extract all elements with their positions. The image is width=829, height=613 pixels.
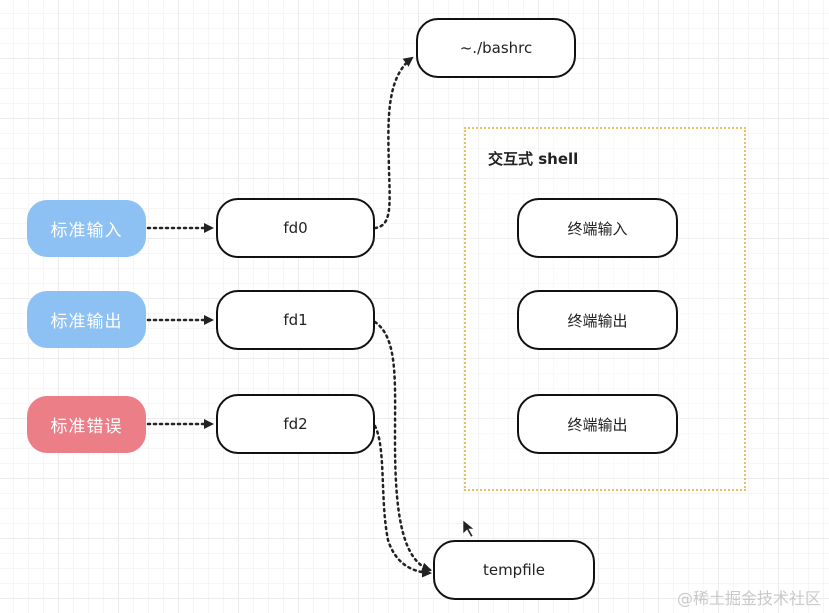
cursor-icon	[462, 519, 475, 538]
tempfile-node: tempfile	[433, 540, 595, 600]
bashrc-node: ~./bashrc	[416, 18, 576, 78]
fd1-node: fd1	[216, 290, 375, 350]
shell-title: 交互式 shell	[488, 150, 579, 168]
terminal-output-node-1: 终端输出	[517, 290, 678, 350]
fd0-node: fd0	[216, 198, 375, 258]
fd2-node: fd2	[216, 394, 375, 454]
watermark: @稀土掘金技术社区	[676, 589, 821, 608]
source-stderr: 标准错误	[27, 396, 146, 453]
arrow-fd1-to-tempfile	[373, 320, 432, 573]
terminal-input-node: 终端输入	[517, 198, 678, 258]
arrow-fd2-to-tempfile	[373, 424, 432, 578]
terminal-output-node-2: 终端输出	[517, 394, 678, 454]
source-stdin: 标准输入	[27, 200, 146, 257]
arrow-fd0-to-bashrc	[373, 56, 414, 230]
source-stdout: 标准输出	[27, 291, 146, 348]
